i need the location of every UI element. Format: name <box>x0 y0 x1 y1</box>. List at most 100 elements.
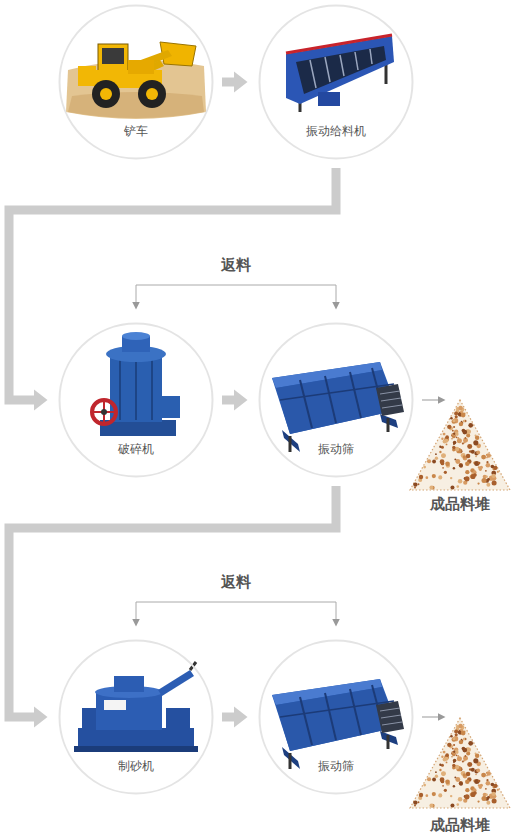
pile-particle <box>440 459 445 464</box>
pile-particle <box>465 780 469 784</box>
pile-particle <box>450 735 453 738</box>
pile-particle <box>454 458 456 460</box>
pile-particle <box>450 477 452 479</box>
pile-particle <box>468 741 473 746</box>
pile-particle <box>447 743 451 747</box>
pile-particle <box>453 441 457 445</box>
pile-particle <box>443 433 446 436</box>
pile-particle <box>465 437 467 439</box>
pile-particle <box>459 781 463 785</box>
pile-particle <box>476 769 480 773</box>
pile-particle <box>454 430 458 434</box>
pile-particle <box>482 796 487 801</box>
loader-art <box>66 60 206 119</box>
pile-particle <box>413 800 417 804</box>
pile-particle <box>477 800 479 802</box>
pile-particle <box>419 475 423 479</box>
pile-particle <box>444 789 447 792</box>
pile-particle <box>453 759 457 763</box>
pile-particle <box>432 778 436 782</box>
pile-particle <box>486 461 488 463</box>
pile-particle <box>482 478 487 483</box>
pile-particle <box>439 769 441 771</box>
vibrating-feeder-art <box>286 35 394 112</box>
pile-particle <box>419 793 423 797</box>
pile-particle <box>475 436 479 440</box>
pile-particle <box>465 788 469 792</box>
pile-particle <box>452 419 456 423</box>
pile-particle <box>451 756 453 758</box>
sand-maker-art <box>74 746 198 752</box>
cone-crusher-art <box>119 356 121 420</box>
pile-particle <box>459 463 463 467</box>
cone-crusher-art <box>92 332 180 436</box>
equipment-label: 振动筛 <box>258 759 414 773</box>
flow-arrow <box>9 168 336 400</box>
return-bracket <box>136 602 336 619</box>
pile-particle <box>427 459 431 463</box>
equipment-circle: 振动筛 <box>258 639 414 795</box>
pile-particle <box>475 456 477 458</box>
pile-particle <box>475 774 477 776</box>
pile-particle <box>432 792 436 796</box>
pile-particle <box>453 744 455 746</box>
equipment-label: 振动筛 <box>258 442 414 456</box>
pile-particle <box>455 750 458 753</box>
pile-particle <box>432 460 436 464</box>
loader-art <box>92 80 120 108</box>
pile-particle <box>491 783 495 787</box>
pile-particle <box>441 771 446 776</box>
cone-crusher-art <box>160 396 180 418</box>
pile-particle <box>452 764 455 767</box>
pile-particle <box>443 751 446 754</box>
pile-particle <box>453 443 455 445</box>
pile-particle <box>464 476 469 481</box>
pile-particle <box>414 487 416 489</box>
pile-particle <box>473 440 478 445</box>
pile-particle <box>458 797 463 802</box>
pile-particle <box>456 803 459 806</box>
pile-particle <box>492 480 497 485</box>
equipment-label: 制砂机 <box>58 759 214 773</box>
pile-particle <box>438 793 442 797</box>
pile-particle <box>492 474 496 478</box>
pile-particle <box>452 753 455 756</box>
pile-particle <box>497 471 499 473</box>
pile-particle <box>418 483 420 485</box>
pile-particle <box>452 430 454 432</box>
pile-particle <box>445 779 450 784</box>
vibrating-screen-art <box>272 679 404 769</box>
pile-particle <box>446 762 448 764</box>
pile-particle <box>470 792 475 797</box>
pile-particle <box>445 435 449 439</box>
vibrating-feeder-art <box>310 60 316 88</box>
pile-particle <box>486 483 490 487</box>
cone-crusher-art <box>122 332 150 340</box>
pile-particle <box>441 454 445 458</box>
vibrating-screen-art <box>272 679 404 769</box>
pile-particle <box>491 465 495 469</box>
vibrating-feeder-art <box>355 52 358 70</box>
pile-particle <box>453 433 455 435</box>
pile-particle <box>418 801 420 803</box>
pile-particle <box>445 757 449 761</box>
pile-label: 成品料堆 <box>398 495 512 513</box>
pile-particle <box>440 777 445 782</box>
pile-particle <box>453 785 455 787</box>
pile-particle <box>487 796 490 799</box>
pile-particle <box>453 761 455 763</box>
sand-maker-art <box>104 700 126 710</box>
pile-particle <box>457 755 459 757</box>
pile-particle <box>458 724 462 728</box>
pile-particle <box>478 780 481 783</box>
pile-particle <box>441 772 445 776</box>
pile-particle <box>465 470 469 474</box>
pile-particle <box>459 782 463 786</box>
pile-particle <box>478 462 481 465</box>
sand-maker-art <box>82 708 96 728</box>
pile-particle <box>452 435 455 438</box>
equipment-circle: 破碎机 <box>58 322 214 478</box>
flow-arrow <box>222 713 234 722</box>
